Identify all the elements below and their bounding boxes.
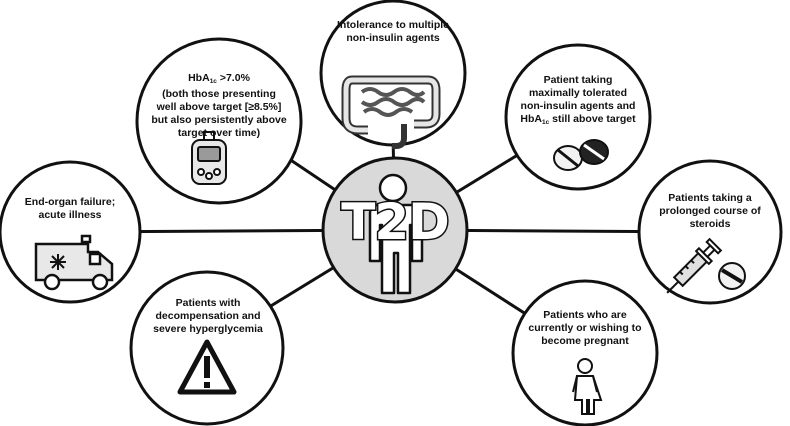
- ambulance-icon: [34, 234, 114, 291]
- syringe-pill-icon: [666, 237, 746, 294]
- pills-icon: [553, 139, 609, 171]
- hba1c-detail: (both those presenting well above target…: [151, 88, 287, 139]
- warning-icon: [177, 339, 237, 395]
- node-circle-pregnant: [511, 279, 659, 426]
- woman-icon: [572, 358, 603, 415]
- max-agents-text: Patient taking maximally tolerated non-i…: [520, 74, 636, 126]
- steroids-text: Patients taking a prolonged course of st…: [659, 192, 761, 230]
- node-circle-max-agents: [504, 43, 652, 191]
- end-organ-text: End-organ failure; acute illness: [24, 196, 116, 221]
- decompensation-text: Patients with decompensation and severe …: [153, 297, 263, 335]
- t2d-label: T2D: [340, 193, 451, 251]
- glucose-meter-icon: [191, 131, 227, 185]
- pregnant-text: Patients who are currently or wishing to…: [528, 309, 642, 347]
- node-circle-hba1c: [135, 37, 303, 205]
- center-node: [321, 156, 469, 304]
- hba1c-text: HbA1c >7.0% (both those presenting well …: [151, 72, 287, 140]
- intolerance-text: Intolerance to multiple non-insulin agen…: [336, 19, 449, 44]
- node-circle-steroids: [637, 159, 783, 305]
- hba1c-label: HbA1c >7.0%: [188, 72, 250, 85]
- intestine-icon: [341, 75, 441, 149]
- person-icon: [368, 173, 424, 295]
